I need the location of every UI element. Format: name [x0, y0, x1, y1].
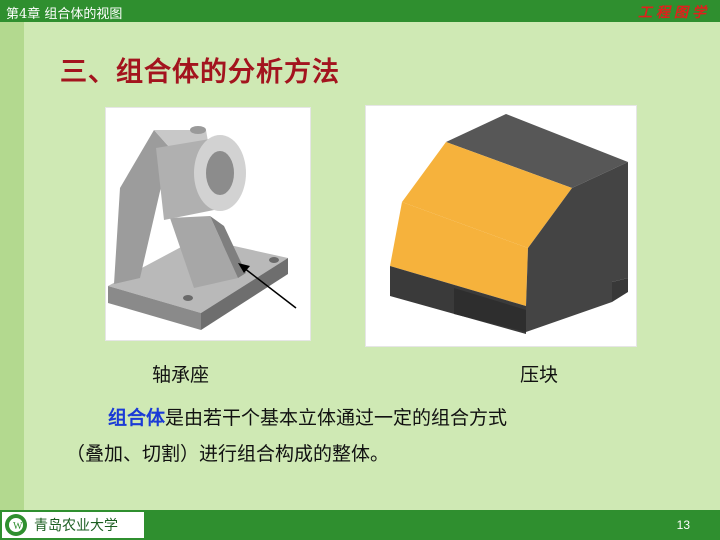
left-band — [0, 22, 24, 510]
page-number: 13 — [676, 518, 690, 532]
pressure-block-image — [366, 106, 636, 346]
svg-text:W: W — [13, 521, 23, 532]
bearing-seat-icon — [108, 126, 297, 330]
pressure-block-caption: 压块 — [520, 364, 559, 386]
university-logo: W 青岛农业大学 — [2, 512, 144, 538]
bearing-seat-image — [106, 108, 310, 340]
pressure-block-icon — [390, 114, 628, 334]
header-bar: 第4章 组合体的视图 工程图学 — [0, 0, 720, 22]
course-title: 工程图学 — [638, 5, 710, 21]
svg-text:青岛农业大学: 青岛农业大学 — [34, 518, 118, 534]
slide-title: 三、组合体的分析方法 — [60, 57, 340, 88]
university-logo-icon: W 青岛农业大学 — [5, 514, 118, 536]
description-line-1: 组合体是由若干个基本立体通过一定的组合方式 — [66, 400, 666, 436]
footer-bar: W 青岛农业大学 13 — [0, 510, 720, 540]
bearing-seat-caption: 轴承座 — [152, 364, 210, 386]
description-line-1-rest: 是由若干个基本立体通过一定的组合方式 — [165, 407, 508, 429]
chapter-label: 第4章 组合体的视图 — [6, 7, 123, 22]
description-paragraph: 组合体是由若干个基本立体通过一定的组合方式 （叠加、切割）进行组合构成的整体。 — [66, 400, 666, 472]
highlighted-term: 组合体 — [108, 407, 166, 429]
description-line-2: （叠加、切割）进行组合构成的整体。 — [66, 443, 390, 465]
